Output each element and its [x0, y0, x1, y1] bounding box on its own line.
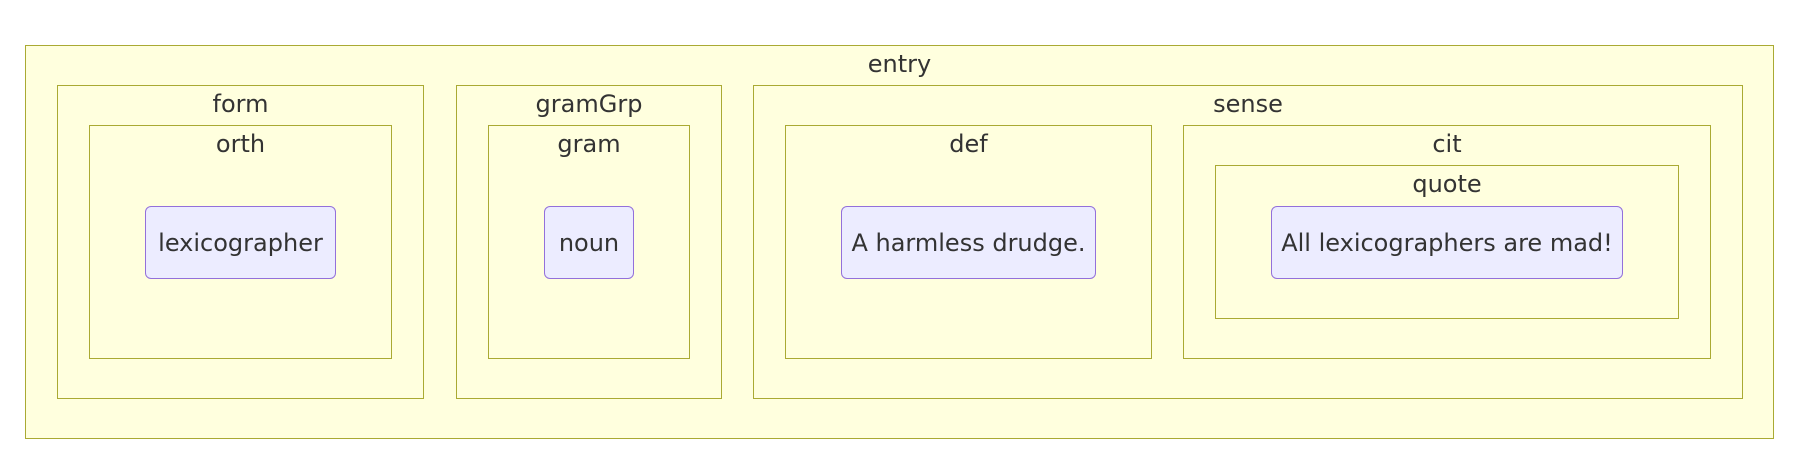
cluster-entry-label: entry — [867, 50, 932, 78]
cluster-def-label: def — [949, 130, 988, 158]
cluster-sense-label: sense — [1213, 90, 1283, 118]
cluster-orth-label: orth — [215, 130, 266, 158]
cluster-form-label: form — [212, 90, 269, 118]
node-lexicographer: lexicographer — [145, 206, 336, 279]
cluster-gram-label: gram — [557, 130, 621, 158]
node-definition: A harmless drudge. — [841, 206, 1096, 279]
cluster-cit-label: cit — [1432, 130, 1462, 158]
cluster-gramgrp-label: gramGrp — [535, 90, 643, 118]
cluster-quote-label: quote — [1412, 170, 1482, 198]
node-noun: noun — [544, 206, 634, 279]
node-quote: All lexicographers are mad! — [1271, 206, 1623, 279]
